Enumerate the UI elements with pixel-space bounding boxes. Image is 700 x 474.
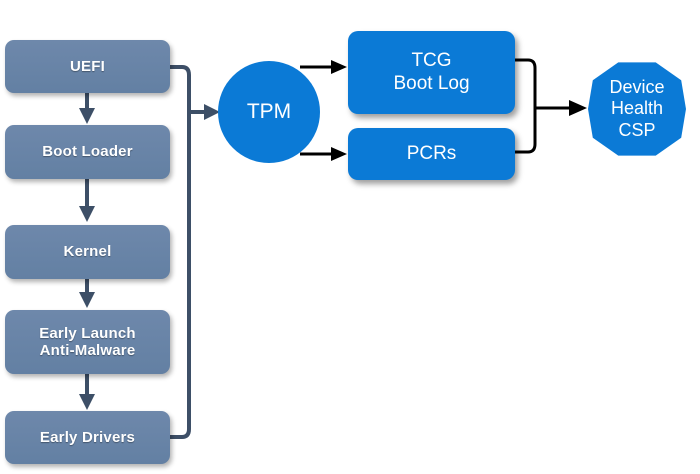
chain-box-elam-label-line2: Anti-Malware (39, 342, 136, 359)
tcg-boot-log-label-line1: TCG (411, 50, 452, 72)
arrow-elam-to-early-drivers (79, 374, 95, 410)
device-health-csp-label-line2: Health (610, 98, 664, 119)
chain-box-uefi[interactable]: UEFI (5, 40, 170, 93)
chain-box-boot-loader[interactable]: Boot Loader (5, 125, 170, 179)
chain-box-early-drivers[interactable]: Early Drivers (5, 411, 170, 464)
device-health-csp-label-line3: CSP (618, 119, 656, 140)
arrow-tpm-to-pcrs (300, 147, 347, 161)
bracket-boot-chain-to-tpm (170, 65, 220, 439)
arrow-boot-loader-to-kernel (79, 179, 95, 222)
decagon-device-health-csp[interactable]: Device Health CSP (588, 62, 686, 156)
device-health-csp-label-line1: Device (609, 76, 665, 97)
arrow-uefi-to-boot-loader (79, 93, 95, 124)
tcg-boot-log-label-line2: Boot Log (393, 72, 470, 94)
arrow-tpm-to-tcg-boot-log (300, 60, 347, 74)
chain-box-early-launch-anti-malware[interactable]: Early Launch Anti-Malware (5, 310, 170, 374)
chain-box-kernel-label: Kernel (63, 243, 112, 261)
blue-box-pcrs[interactable]: PCRs (348, 128, 515, 180)
blue-box-tcg-boot-log[interactable]: TCG Boot Log (348, 31, 515, 114)
chain-box-kernel[interactable]: Kernel (5, 225, 170, 279)
tpm-label: TPM (246, 100, 292, 123)
tpm-circle[interactable]: TPM (218, 61, 320, 163)
arrow-kernel-to-elam (79, 279, 95, 308)
bracket-measurements-to-device-health-csp (515, 58, 587, 154)
chain-box-elam-text: Early Launch Anti-Malware (39, 325, 136, 360)
chain-box-early-drivers-label: Early Drivers (39, 428, 136, 446)
chain-box-uefi-label: UEFI (70, 57, 105, 75)
pcrs-label: PCRs (406, 142, 457, 164)
device-health-csp-text: Device Health CSP (609, 77, 664, 142)
chain-box-boot-loader-label: Boot Loader (42, 143, 133, 161)
chain-box-elam-label-line1: Early Launch (39, 324, 136, 342)
tcg-boot-log-text: TCG Boot Log (393, 50, 469, 95)
